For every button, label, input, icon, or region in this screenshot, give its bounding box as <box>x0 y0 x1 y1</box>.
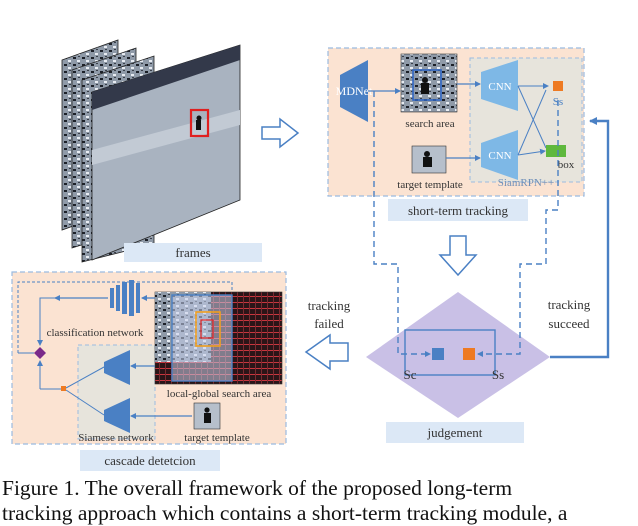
cnn-block-top <box>481 60 518 111</box>
cascade-detection-panel: local-global search area classification … <box>11 271 287 445</box>
caption-line-2: tracking approach which contains a short… <box>2 501 568 525</box>
siamese-lower-block <box>104 398 130 433</box>
mdnet-block <box>340 60 368 122</box>
siamrpn-label: SiamRPN++ <box>498 177 554 189</box>
target-box-in-frame <box>189 108 210 138</box>
target-template-image <box>411 145 447 174</box>
sc-score-cube <box>432 348 444 360</box>
siamese-label: Siamese network <box>78 432 154 444</box>
tracking-failed-arrow <box>304 333 349 371</box>
frames-stack <box>61 39 241 263</box>
cnn-label-bottom: CNN <box>488 150 511 162</box>
local-global-label: local-global search area <box>167 388 272 400</box>
frames-to-tracking-arrow <box>261 117 300 149</box>
siamese-upper-block <box>104 350 130 385</box>
target-template-label: target template <box>397 179 463 191</box>
cnn-label-top: CNN <box>488 81 511 93</box>
tracking-succeed-label-2: succeed <box>548 316 590 331</box>
ss-score-cube <box>553 81 563 91</box>
judgement-ss-label: Ss <box>492 367 504 382</box>
tracking-failed-label-1: tracking <box>308 298 351 313</box>
cascade-target-label: target template <box>184 432 250 444</box>
figure-caption: Figure 1. The overall framework of the p… <box>2 476 638 526</box>
frames-label: frames <box>175 245 210 260</box>
cascade-label: cascade detetcion <box>104 453 196 468</box>
sc-label: Sc <box>404 367 417 382</box>
dashed-connections <box>373 91 559 357</box>
framework-figure: frames MDNet search area target template… <box>11 39 610 471</box>
tracking-succeed-label-1: tracking <box>548 297 591 312</box>
tracking-to-judgement-arrow <box>438 235 478 277</box>
classification-network-icon <box>110 280 140 316</box>
cascade-label-box: cascade detetcion <box>80 450 220 471</box>
tracking-failed-label-2: failed <box>314 316 344 331</box>
classification-label: classification network <box>47 327 144 339</box>
cnn-block-bottom <box>481 130 518 180</box>
judgement-label: judgement <box>427 425 483 440</box>
mdnet-label: MDNet <box>336 84 373 98</box>
short-term-label: short-term tracking <box>408 203 508 218</box>
judgement-label-box: judgement <box>386 422 524 443</box>
short-term-label-box: short-term tracking <box>388 199 528 221</box>
box-output <box>546 145 566 157</box>
short-term-tracking-panel: MDNet search area target template CNN CN… <box>327 47 585 197</box>
tracking-succeed-loop <box>550 117 610 359</box>
frames-label-box: frames <box>124 243 262 262</box>
judgement-block: Sc Ss <box>366 292 550 418</box>
search-area-label: search area <box>405 118 454 130</box>
ss-judgement-cube <box>463 348 475 360</box>
caption-line-1: Figure 1. The overall framework of the p… <box>2 476 513 500</box>
box-label: box <box>558 159 575 171</box>
fusion-diamond <box>34 347 46 359</box>
